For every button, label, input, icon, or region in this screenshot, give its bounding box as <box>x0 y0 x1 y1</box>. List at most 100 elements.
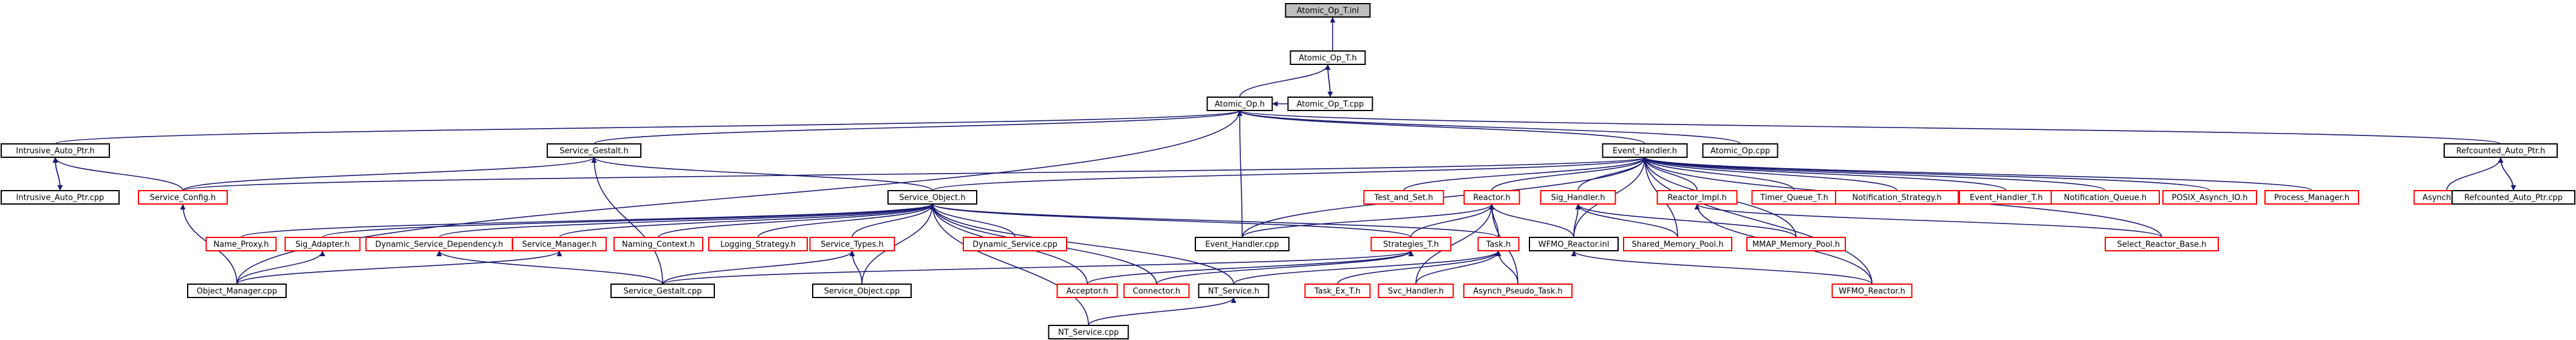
node-box <box>1623 237 1732 251</box>
node-nt-service-cpp[interactable]: NT_Service.cpp <box>1048 325 1129 339</box>
node-service-config-h[interactable]: Service_Config.h <box>138 190 228 205</box>
node-name-proxy-h[interactable]: Name_Proxy.h <box>205 237 277 251</box>
node-test-and-set-h[interactable]: Test_and_Set.h <box>1363 190 1444 205</box>
node-box <box>1287 97 1373 111</box>
edge-logging-strategy-h-to-service-object-h <box>757 203 935 238</box>
node-strategies-t-h[interactable]: Strategies_T.h <box>1370 237 1452 251</box>
node-mmap-memory-pool-h[interactable]: MMAP_Memory_Pool.h <box>1746 237 1846 251</box>
node-label: NT_Service.h <box>1208 287 1260 296</box>
edge-acceptor-h-to-strategies-t-h <box>1087 250 1414 285</box>
node-label: NT_Service.cpp <box>1058 328 1119 338</box>
node-atomic-op-cpp[interactable]: Atomic_Op.cpp <box>1702 143 1778 158</box>
node-naming-context-h[interactable]: Naming_Context.h <box>613 237 703 251</box>
node-box <box>1 143 110 158</box>
node-atomic-op-t-cpp[interactable]: Atomic_Op_T.cpp <box>1287 97 1373 111</box>
node-service-gestalt-h[interactable]: Service_Gestalt.h <box>547 143 641 158</box>
edge-wfmo-reactor-h-to-event-handler-h <box>1642 157 1873 285</box>
node-service-manager-h[interactable]: Service_Manager.h <box>512 237 607 251</box>
edge-object-manager-cpp-to-atomic-op-h <box>236 110 1243 285</box>
edge-service-gestalt-h-to-atomic-op-h <box>593 110 1243 144</box>
edge-mmap-memory-pool-h-to-sig-handler-h <box>1575 203 1797 238</box>
edge-process-manager-h-to-event-handler-h <box>1642 157 2312 191</box>
node-connector-h[interactable]: Connector.h <box>1123 284 1190 298</box>
node-box <box>547 143 641 158</box>
edge-connector-h-to-strategies-t-h <box>1156 250 1414 285</box>
edge-event-handler-cpp-to-atomic-op-h <box>1237 110 1243 238</box>
edge-atomic-op-t-h-to-atomic-op-t-cpp <box>1327 64 1333 98</box>
node-asynch-pseudo-task-h[interactable]: Asynch_Pseudo_Task.h <box>1463 284 1573 298</box>
node-box <box>1702 143 1778 158</box>
node-box <box>887 190 977 205</box>
node-label: Intrusive_Auto_Ptr.cpp <box>16 194 104 203</box>
node-svc-handler-h[interactable]: Svc_Handler.h <box>1378 284 1454 298</box>
node-label: Asynch_Pseudo_Task.h <box>1473 287 1562 296</box>
edge-wfmo-reactor-inl-to-reactor-h <box>1489 203 1574 238</box>
node-acceptor-h[interactable]: Acceptor.h <box>1056 284 1118 298</box>
node-sig-handler-h[interactable]: Sig_Handler.h <box>1540 190 1616 205</box>
node-refcounted-auto-ptr-h[interactable]: Refcounted_Auto_Ptr.h <box>2444 143 2558 158</box>
node-service-object-cpp[interactable]: Service_Object.cpp <box>812 284 912 298</box>
node-select-reactor-base-h[interactable]: Select_Reactor_Base.h <box>2105 237 2219 251</box>
node-service-gestalt-cpp[interactable]: Service_Gestalt.cpp <box>610 284 715 298</box>
edge-dynamic-service-cpp-to-service-object-h <box>929 203 1016 238</box>
node-task-h[interactable]: Task.h <box>1477 237 1520 251</box>
edge-notification-queue-h-to-event-handler-h <box>1642 157 2106 191</box>
edge-service-object-cpp-to-service-types-h <box>849 250 863 285</box>
edge-shared-memory-pool-h-to-sig-handler-h <box>1575 203 1678 238</box>
node-wfmo-reactor-inl[interactable]: WFMO_Reactor.inl <box>1529 237 1619 251</box>
node-atomic-op-t-inl[interactable]: Atomic_Op_T.inl <box>1285 3 1371 18</box>
node-task-ex-t-h[interactable]: Task_Ex_T.h <box>1304 284 1371 298</box>
node-logging-strategy-h[interactable]: Logging_Strategy.h <box>708 237 808 251</box>
node-service-object-h[interactable]: Service_Object.h <box>887 190 977 205</box>
node-box <box>1 190 120 205</box>
edge-sig-adapter-h-to-service-object-h <box>322 203 935 238</box>
node-box <box>1835 190 1959 205</box>
node-wfmo-reactor-h[interactable]: WFMO_Reactor.h <box>1831 284 1913 298</box>
node-label: Refcounted_Auto_Ptr.cpp <box>2464 194 2563 203</box>
node-box <box>963 237 1067 251</box>
node-reactor-impl-h[interactable]: Reactor_Impl.h <box>1656 190 1738 205</box>
edge-strategies-t-h-to-service-object-h <box>929 203 1412 238</box>
edge-task-h-to-service-object-h <box>929 203 1499 238</box>
node-label: Logging_Strategy.h <box>720 240 796 250</box>
node-dynamic-service-cpp[interactable]: Dynamic_Service.cpp <box>963 237 1067 251</box>
node-box <box>1370 237 1452 251</box>
node-nt-service-h[interactable]: NT_Service.h <box>1198 284 1269 298</box>
node-process-manager-h[interactable]: Process_Manager.h <box>2264 190 2359 205</box>
node-shared-memory-pool-h[interactable]: Shared_Memory_Pool.h <box>1623 237 1732 251</box>
edge-posix-asynch-io-h-to-event-handler-h <box>1642 157 2210 191</box>
edge-service-object-h-to-service-gestalt-h <box>591 157 933 191</box>
node-label: Service_Gestalt.cpp <box>624 287 702 296</box>
node-posix-asynch-io-h[interactable]: POSIX_Asynch_IO.h <box>2162 190 2257 205</box>
edge-asynch-pseudo-task-h-to-task-h <box>1495 250 1519 285</box>
node-object-manager-cpp[interactable]: Object_Manager.cpp <box>187 284 287 298</box>
edge-strategies-t-h-to-reactor-h <box>1410 203 1495 238</box>
node-atomic-op-t-h[interactable]: Atomic_Op_T.h <box>1290 50 1366 65</box>
node-label: Atomic_Op_T.h <box>1299 54 1356 63</box>
node-sig-adapter-h[interactable]: Sig_Adapter.h <box>284 237 361 251</box>
node-timer-queue-t-h[interactable]: Timer_Queue_T.h <box>1751 190 1837 205</box>
edge-nt-service-cpp-to-service-object-h <box>929 203 1089 326</box>
node-event-handler-cpp[interactable]: Event_Handler.cpp <box>1195 237 1290 251</box>
node-label: Acceptor.h <box>1067 287 1109 296</box>
node-event-handler-t-h[interactable]: Event_Handler_T.h <box>1959 190 2054 205</box>
node-label: Service_Types.h <box>821 240 884 250</box>
node-notification-strategy-h[interactable]: Notification_Strategy.h <box>1835 190 1959 205</box>
node-label: WFMO_Reactor.h <box>1839 287 1905 296</box>
node-box <box>1463 284 1573 298</box>
node-label: Sig_Adapter.h <box>295 240 349 250</box>
node-dynamic-service-dependency-h[interactable]: Dynamic_Service_Dependency.h <box>365 237 513 251</box>
node-intrusive-auto-ptr-h[interactable]: Intrusive_Auto_Ptr.h <box>1 143 110 158</box>
node-event-handler-h[interactable]: Event_Handler.h <box>1602 143 1688 158</box>
edge-nt-service-h-to-task-h <box>1233 250 1502 285</box>
node-refcounted-auto-ptr-cpp[interactable]: Refcounted_Auto_Ptr.cpp <box>2451 190 2575 205</box>
node-label: Service_Object.h <box>899 194 965 203</box>
node-label: Service_Manager.h <box>522 240 597 250</box>
node-notification-queue-h[interactable]: Notification_Queue.h <box>2051 190 2160 205</box>
node-intrusive-auto-ptr-cpp[interactable]: Intrusive_Auto_Ptr.cpp <box>1 190 120 205</box>
node-label: MMAP_Memory_Pool.h <box>1752 240 1840 250</box>
node-atomic-op-h[interactable]: Atomic_Op.h <box>1206 97 1273 111</box>
node-service-types-h[interactable]: Service_Types.h <box>809 237 895 251</box>
node-reactor-h[interactable]: Reactor.h <box>1463 190 1520 205</box>
